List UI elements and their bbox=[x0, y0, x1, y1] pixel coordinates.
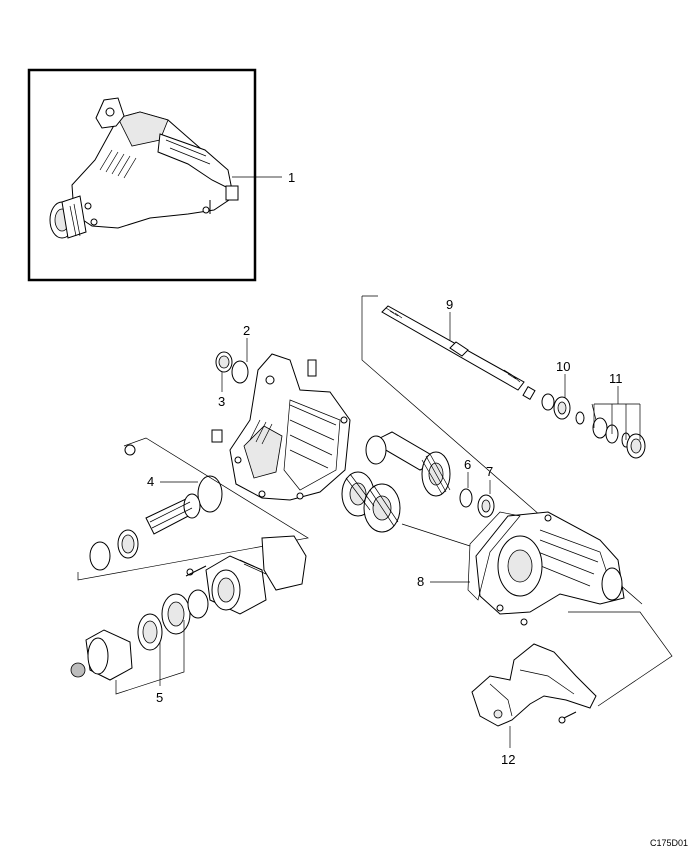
callout-6: 6 bbox=[464, 457, 471, 472]
callout-2: 2 bbox=[243, 323, 250, 338]
inset-frame bbox=[27, 68, 257, 282]
callout-3: 3 bbox=[218, 394, 225, 409]
input-shaft-group bbox=[89, 444, 201, 571]
shaft-part-9 bbox=[381, 305, 536, 401]
callout-8: 8 bbox=[417, 574, 424, 589]
callout-5: 5 bbox=[156, 690, 163, 705]
callout-4: 4 bbox=[147, 474, 154, 489]
assembly-drawing bbox=[49, 97, 239, 239]
front-case-housing bbox=[211, 353, 351, 501]
seal-part-3 bbox=[215, 351, 233, 373]
bearing-part-7 bbox=[477, 494, 495, 518]
callout-1: 1 bbox=[288, 170, 295, 185]
callout-7: 7 bbox=[486, 464, 493, 479]
leader-11 bbox=[593, 386, 641, 440]
output-flange-group bbox=[70, 535, 307, 681]
rear-case-housing bbox=[475, 511, 625, 626]
guard-part-12 bbox=[471, 643, 597, 727]
gasket-part-8 bbox=[467, 511, 521, 601]
bearing-part-10 bbox=[541, 393, 571, 420]
callout-11: 11 bbox=[609, 371, 623, 386]
ring-part-4 bbox=[197, 475, 223, 513]
assembly-reference-line-2 bbox=[401, 523, 471, 547]
assembly-inset bbox=[27, 68, 282, 282]
rings-part-11 bbox=[575, 411, 646, 459]
group-bracket-left bbox=[77, 437, 309, 581]
callout-10: 10 bbox=[556, 359, 570, 374]
oring-part-2 bbox=[231, 360, 249, 384]
gear-cluster bbox=[341, 431, 451, 533]
callout-12: 12 bbox=[501, 752, 515, 767]
figure-code: C175D01 bbox=[650, 838, 688, 848]
callout-9: 9 bbox=[446, 297, 453, 312]
leader-12 bbox=[509, 611, 673, 748]
leader-5 bbox=[115, 620, 185, 695]
snapring-part-6 bbox=[459, 488, 473, 508]
